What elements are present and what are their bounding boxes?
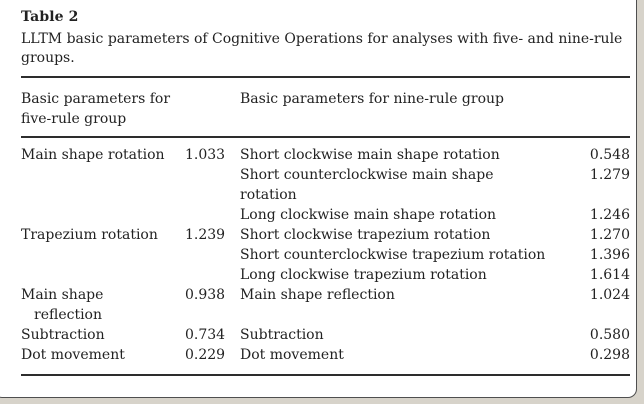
nine-rule-label: Dot movement — [240, 347, 344, 363]
nine-rule-entry: Short clockwise trapezium rotation 1.270 — [240, 225, 630, 245]
five-rule-label: Main shape reflection — [21, 287, 104, 323]
nine-rule-label: Subtraction — [240, 327, 324, 343]
five-rule-label: Trapezium rotation — [21, 227, 158, 243]
five-rule-value: 1.239 — [185, 227, 226, 243]
table-row: Main shape rotation 1.033 Short clockwis… — [21, 145, 630, 225]
nine-rule-label: Short clockwise main shape rotation — [240, 147, 500, 163]
five-rule-value: 1.033 — [185, 147, 226, 163]
nine-rule-value: 1.246 — [589, 207, 630, 223]
nine-rule-entry: Short counterclockwise main shape rotati… — [240, 165, 630, 205]
nine-rule-entry: Subtraction 0.580 — [240, 325, 630, 345]
nine-rule-value: 0.580 — [589, 327, 630, 343]
table-caption: LLTM basic parameters of Cognitive Opera… — [21, 31, 623, 66]
table-body: Main shape rotation 1.033 Short clockwis… — [21, 138, 630, 376]
table-title: Table 2 — [21, 9, 79, 25]
header-five-rule-group: Basic parameters for five-rule group — [21, 91, 171, 127]
table-header-row: Basic parameters for five-rule group Bas… — [21, 78, 630, 138]
nine-rule-label: Short counterclockwise main shape rotati… — [240, 167, 494, 203]
nine-rule-value: 1.270 — [589, 227, 630, 243]
five-rule-value: 0.938 — [185, 287, 226, 303]
nine-rule-entry: Main shape reflection 1.024 — [240, 285, 630, 305]
nine-rule-label: Main shape reflection — [240, 287, 395, 303]
nine-rule-entry: Short clockwise main shape rotation 0.54… — [240, 145, 630, 165]
nine-rule-label: Short clockwise trapezium rotation — [240, 227, 491, 243]
five-rule-label: Main shape rotation — [21, 147, 165, 163]
five-rule-value: 0.229 — [185, 347, 226, 363]
nine-rule-entry: Long clockwise trapezium rotation 1.614 — [240, 265, 630, 285]
table-row: Subtraction 0.734 Subtraction 0.580 — [21, 325, 630, 345]
nine-rule-value: 0.298 — [589, 347, 630, 363]
nine-rule-value: 1.279 — [589, 167, 630, 183]
five-rule-label: Dot movement — [21, 347, 125, 363]
data-table: Basic parameters for five-rule group Bas… — [21, 76, 630, 376]
nine-rule-entry: Short counterclockwise trapezium rotatio… — [240, 245, 630, 265]
table-row: Trapezium rotation 1.239 Short clockwise… — [21, 225, 630, 285]
five-rule-value: 0.734 — [185, 327, 226, 343]
nine-rule-value: 1.024 — [589, 287, 630, 303]
nine-rule-value: 1.614 — [589, 267, 630, 283]
nine-rule-entry: Dot movement 0.298 — [240, 345, 630, 365]
nine-rule-value: 1.396 — [589, 247, 630, 263]
nine-rule-value: 0.548 — [589, 147, 630, 163]
header-nine-rule-group: Basic parameters for nine-rule group — [240, 91, 504, 107]
nine-rule-label: Short counterclockwise trapezium rotatio… — [240, 247, 546, 263]
table-row: Main shape reflection 0.938 Main shape r… — [21, 285, 630, 325]
table-block: Table 2 LLTM basic parameters of Cogniti… — [21, 9, 630, 376]
five-rule-label: Subtraction — [21, 327, 105, 343]
nine-rule-entry: Long clockwise main shape rotation 1.246 — [240, 205, 630, 225]
nine-rule-label: Long clockwise main shape rotation — [240, 207, 497, 223]
article-page-card: Table 2 LLTM basic parameters of Cogniti… — [0, 0, 637, 398]
table-row: Dot movement 0.229 Dot movement 0.298 — [21, 345, 630, 365]
nine-rule-label: Long clockwise trapezium rotation — [240, 267, 487, 283]
